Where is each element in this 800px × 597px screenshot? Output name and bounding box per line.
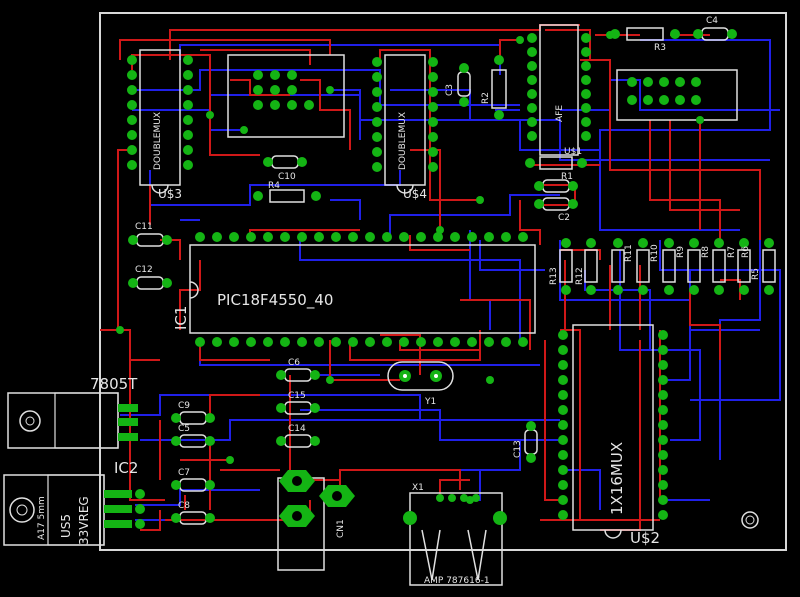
reg2-line1-label: US5 xyxy=(59,514,73,538)
mcu-ref-label: IC1 xyxy=(172,306,190,330)
regulator-7805t: 7805T xyxy=(7,375,138,449)
capacitor-c4: C4 xyxy=(693,16,737,41)
capacitor-c12: C12 xyxy=(128,265,172,290)
mux16-ref-label: U$2 xyxy=(630,529,660,547)
chip-u1: AFE U$1 xyxy=(527,24,591,157)
chip-ic1: PIC18F4550_40 IC1 xyxy=(172,232,536,347)
header-block xyxy=(227,54,345,138)
mux16-body-label: 1X16MUX xyxy=(608,442,626,515)
c8-label: C8 xyxy=(178,501,190,511)
mcu-body-label: PIC18F4550_40 xyxy=(217,291,333,310)
r9-label: R9 xyxy=(676,246,686,258)
r3-label: R3 xyxy=(654,43,666,53)
resistor-r1: R1 xyxy=(525,156,587,182)
c6-label: C6 xyxy=(288,358,300,368)
mux4-body-label: DOUBLEMUX xyxy=(398,112,408,170)
mux4-ref-label: U$4 xyxy=(403,187,427,201)
c11-label: C11 xyxy=(135,222,153,232)
r2-label: R2 xyxy=(481,92,491,104)
c7-label: C7 xyxy=(178,468,190,478)
resistor-array: R13 R12 R11 R10 R9 R8 R7 R5 R6 xyxy=(549,238,776,295)
resistor-r3: R3 xyxy=(610,27,680,53)
r4-label: R4 xyxy=(268,181,280,191)
connector-x1: X1 AMP 787616-1 xyxy=(403,483,507,586)
chip-u4: DOUBLEMUX U$4 xyxy=(372,54,438,201)
capacitor-c15: C15 xyxy=(276,391,320,415)
regulator-ic2: IC2 US5 33VREG A17 5mm xyxy=(3,459,145,546)
afe-body-label: AFE xyxy=(555,105,565,122)
capacitor-c13: C13 xyxy=(513,421,538,463)
r11-label: R11 xyxy=(624,244,634,262)
capacitor-c3: C3 xyxy=(445,63,471,107)
capacitor-c5: C5 xyxy=(171,424,215,448)
c4-label: C4 xyxy=(706,16,718,26)
r6-label: R6 xyxy=(741,246,751,258)
r5-label: R5 xyxy=(751,268,761,280)
afe-ref-label: U$1 xyxy=(564,147,582,157)
cn1-label: CN1 xyxy=(336,519,346,538)
capacitor-c8: C8 xyxy=(171,501,215,525)
mux3-ref-label: U$3 xyxy=(158,187,182,201)
chip-u2: 1X16MUX U$2 xyxy=(558,324,668,547)
mux3-body-label: DOUBLEMUX xyxy=(153,112,163,170)
c13-label: C13 xyxy=(513,440,523,458)
resistor-r2: R2 xyxy=(481,55,507,120)
reg1-label: 7805T xyxy=(90,375,138,393)
x1-label: X1 xyxy=(412,483,424,493)
r8-label: R8 xyxy=(701,246,711,258)
c15-label: C15 xyxy=(288,391,306,401)
r10-label: R10 xyxy=(650,244,660,262)
reg2-pkg-label: A17 5mm xyxy=(37,496,47,540)
capacitor-c14: C14 xyxy=(276,424,320,448)
capacitor-c6: C6 xyxy=(276,358,320,382)
r12-label: R12 xyxy=(575,267,585,285)
resistor-r4: R4 xyxy=(253,181,321,203)
c14-label: C14 xyxy=(288,424,306,434)
capacitor-c10: C10 xyxy=(263,155,307,182)
r1-label: R1 xyxy=(561,172,573,182)
c10-label: C10 xyxy=(278,172,296,182)
c9-label: C9 xyxy=(178,401,190,411)
x1-part-label: AMP 787616-1 xyxy=(424,576,490,586)
capacitor-c11: C11 xyxy=(128,222,172,247)
reg2-ref-label: IC2 xyxy=(114,459,138,477)
capacitor-c7: C7 xyxy=(171,468,215,492)
c12-label: C12 xyxy=(135,265,153,275)
y1-label: Y1 xyxy=(424,397,436,407)
c2-label: C2 xyxy=(558,213,570,223)
reg2-line2-label: 33VREG xyxy=(77,496,91,545)
mounting-hole xyxy=(741,511,759,529)
vias xyxy=(116,31,704,504)
crystal-y1: Y1 xyxy=(387,361,454,407)
header-top-right xyxy=(616,69,738,121)
c5-label: C5 xyxy=(178,424,190,434)
chip-u3: DOUBLEMUX U$3 xyxy=(127,49,193,201)
c3-label: C3 xyxy=(445,84,455,96)
r7-label: R7 xyxy=(727,246,737,258)
board-outline xyxy=(99,12,787,551)
capacitor-c2: C2 xyxy=(534,179,578,223)
connector-cn1: CN1 xyxy=(277,470,355,571)
r13-label: R13 xyxy=(549,267,559,285)
capacitor-c9: C9 xyxy=(171,401,215,425)
